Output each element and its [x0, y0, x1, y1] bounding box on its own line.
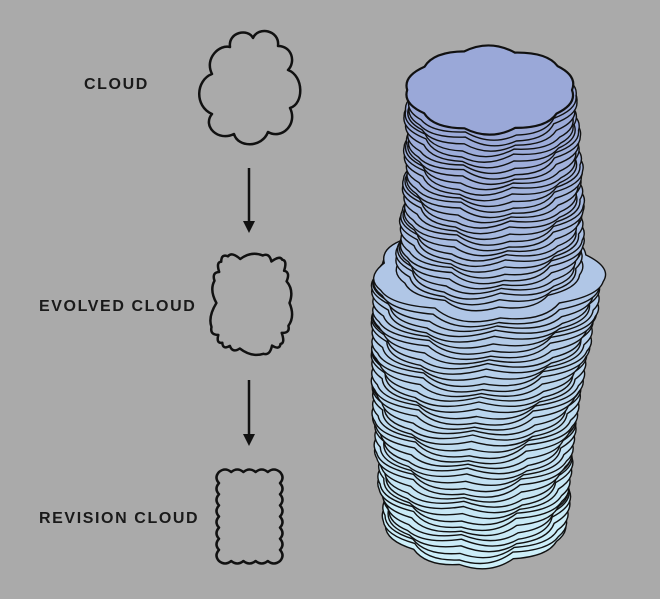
tower-top-cloud-layer: [405, 44, 575, 136]
cloud-label: CLOUD: [84, 76, 149, 93]
evolved-cloud-shape: [209, 252, 294, 357]
revision-cloud-label: REVISION CLOUD: [39, 510, 200, 527]
cloud-shape: [198, 29, 302, 146]
down-arrow-icon: [243, 168, 255, 233]
stacked-cloud-tower: [370, 44, 607, 570]
revision-cloud-shape: [215, 468, 284, 565]
evolved-cloud-label: EVOLVED CLOUD: [39, 298, 197, 315]
down-arrow-icon: [243, 380, 255, 446]
